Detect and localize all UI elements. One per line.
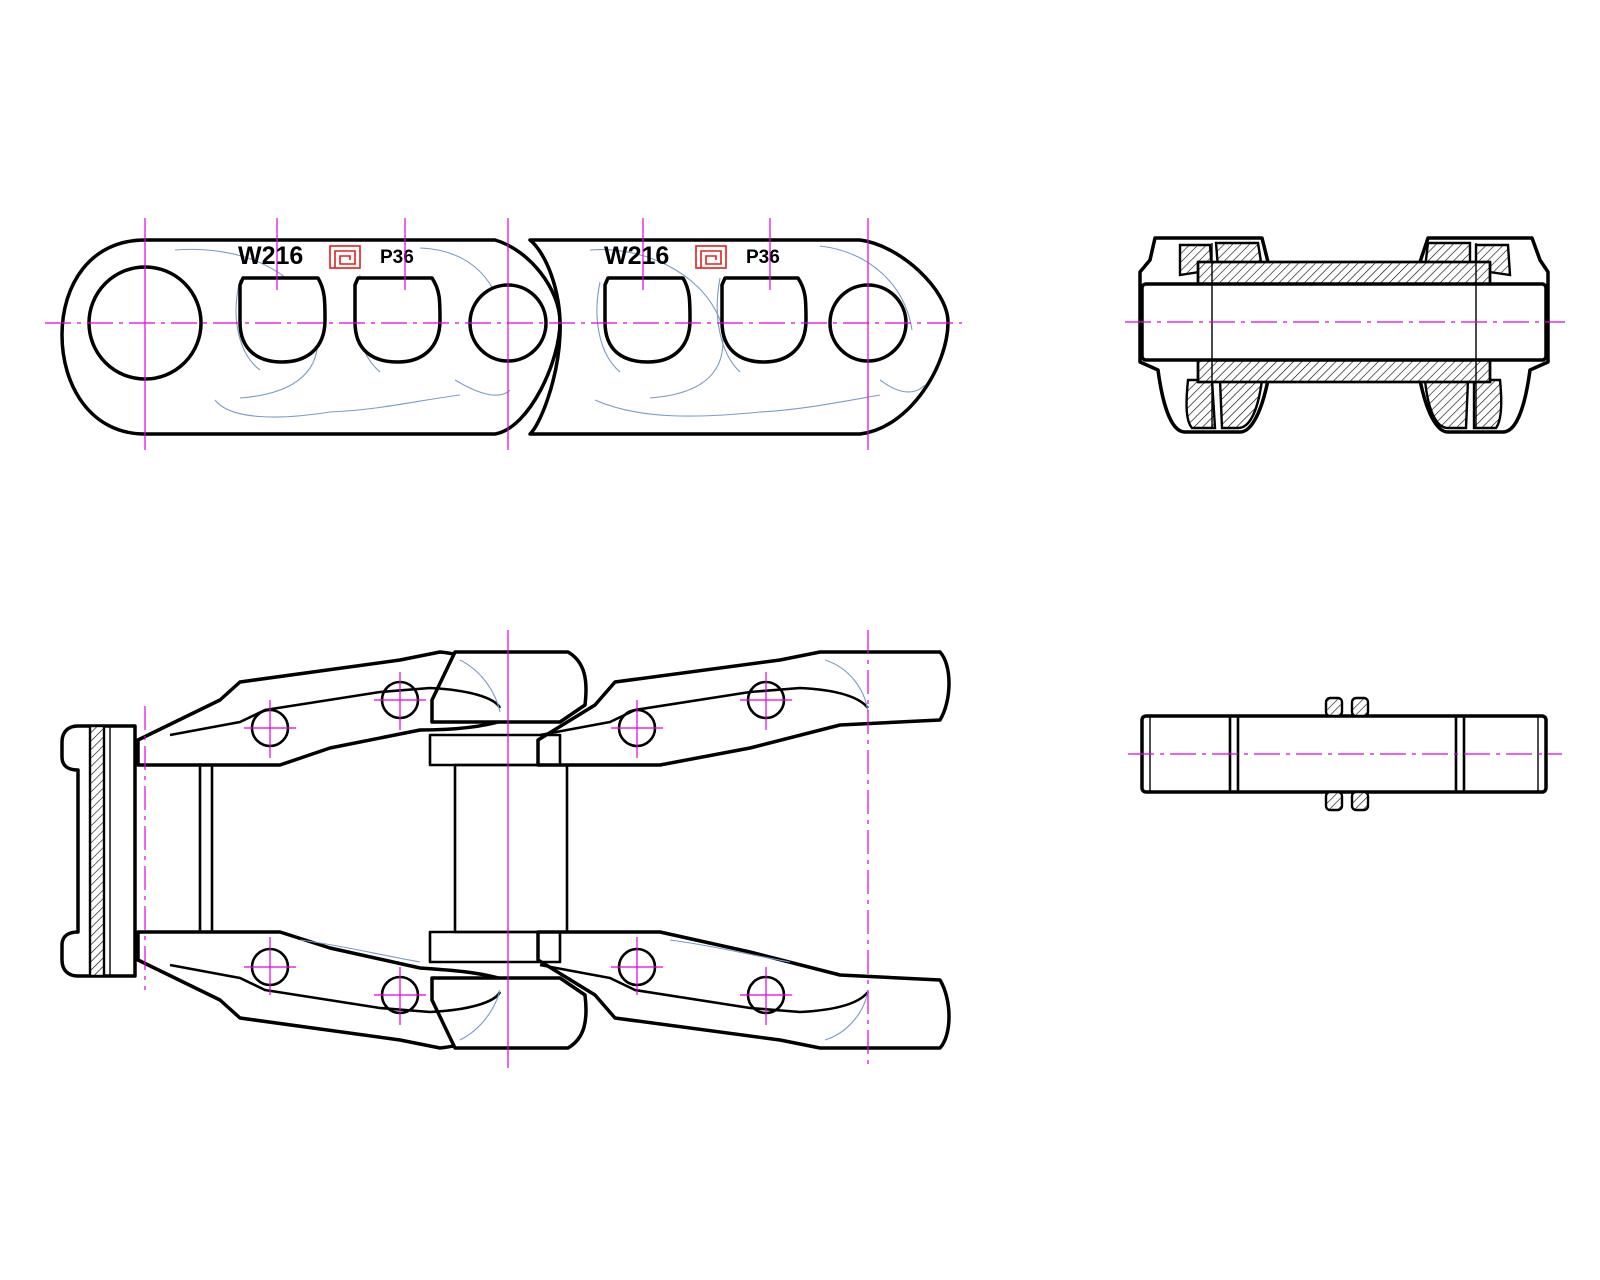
- link-plate-lower-3: [536, 930, 951, 1050]
- link-plate-upper-3: [536, 650, 951, 767]
- pitch-label-right: P36: [746, 247, 780, 268]
- casting-sketch-lines: [174, 245, 926, 418]
- part-number-label-right: W216: [604, 242, 669, 270]
- pitch-label-left: P36: [380, 247, 414, 268]
- top-view-chain-assembly: [60, 630, 951, 1068]
- link-plate-upper-2: [430, 650, 588, 724]
- square-spiral-logo-icon: [695, 245, 727, 269]
- seal-ring: [1324, 790, 1344, 812]
- bushing-tube: [453, 763, 569, 934]
- seal-ring: [1324, 696, 1344, 718]
- bushing-top: [1196, 260, 1492, 286]
- bolt-window-2: [353, 276, 442, 364]
- bolt-window-3: [603, 276, 692, 364]
- hatched-region: [1423, 378, 1470, 430]
- side-view-track-links: W216 P36 W216 P36: [45, 218, 962, 450]
- link-inner-lower-2: [539, 963, 870, 1014]
- link-inner-upper-1: [169, 686, 502, 737]
- bushing-tube: [198, 763, 214, 934]
- seal-ring: [1350, 696, 1370, 718]
- hatched-region: [1472, 378, 1503, 430]
- pin-detail-view: [1128, 696, 1562, 812]
- bolt-window-1: [238, 276, 327, 364]
- seal-ring: [1350, 790, 1370, 812]
- link-plate-lower-2: [430, 976, 588, 1050]
- bolt-window-4: [720, 276, 808, 364]
- hatched-region: [1185, 378, 1217, 430]
- bushing-bottom: [1196, 358, 1492, 384]
- part-number-label-left: W216: [238, 242, 303, 270]
- link-inner-lower-1: [169, 963, 502, 1014]
- section-view-pin-bushing: [1125, 236, 1565, 434]
- hatched-region: [88, 724, 106, 978]
- square-spiral-logo-icon: [329, 245, 361, 269]
- link-inner-upper-2: [539, 686, 870, 737]
